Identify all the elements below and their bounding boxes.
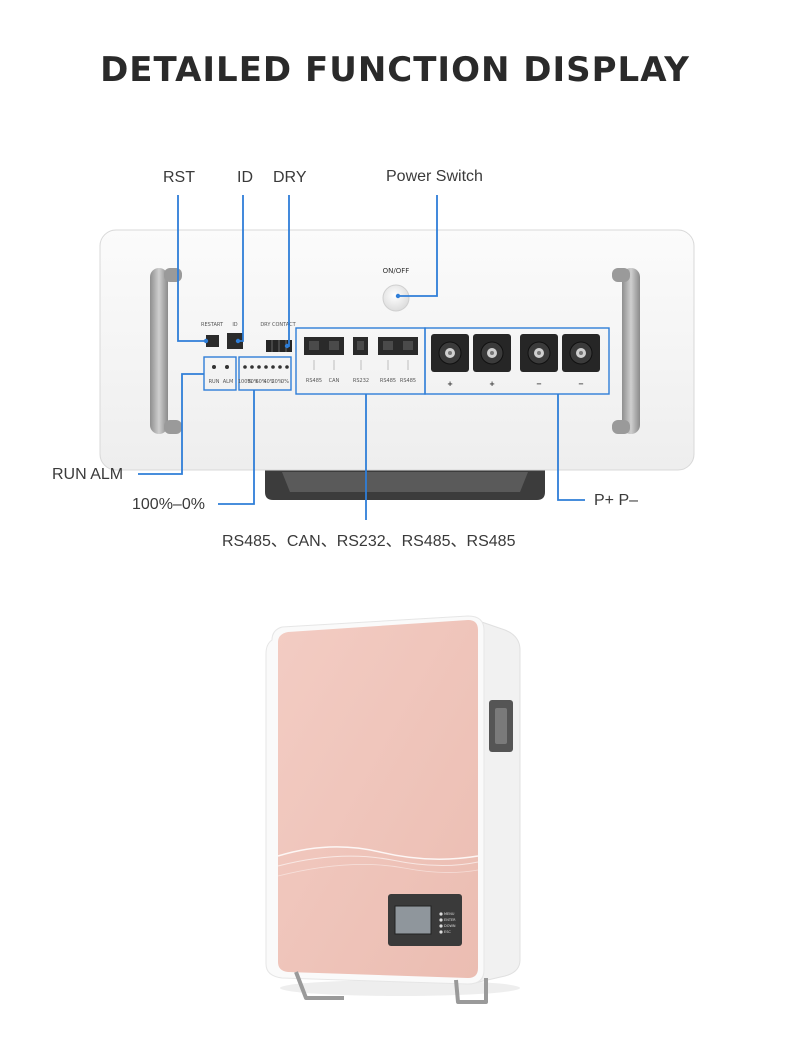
- comm-ports: [304, 337, 418, 355]
- power-switch-label: Power Switch: [386, 168, 483, 185]
- down-button[interactable]: [439, 924, 443, 928]
- soc-label: 100%–0%: [132, 496, 205, 513]
- soc-callout-line: [218, 390, 255, 505]
- soc-mark: 100%: [238, 379, 253, 385]
- port-label: RS485: [380, 378, 396, 384]
- run-alm-label: RUN ALM: [52, 466, 124, 483]
- soc-led: [278, 365, 282, 369]
- rack-battery: ON/OFF RESTART ID DRY CONTACT RUN ALM 10…: [99, 229, 695, 500]
- power-switch-callout-line: [398, 195, 438, 297]
- run-label: RUN: [209, 379, 220, 385]
- soc-led: [271, 365, 275, 369]
- port-label: RS232: [353, 378, 369, 384]
- power-terminals-box: [424, 327, 610, 395]
- terminal-positive[interactable]: [473, 334, 511, 372]
- wall-battery-foot-left: [294, 971, 344, 1000]
- dry-contact-label: DRY CONTACT: [260, 322, 296, 328]
- soc-mark: 80%: [247, 379, 258, 385]
- enter-button[interactable]: [439, 918, 443, 922]
- button-label: DOWN: [444, 924, 456, 928]
- on-off-label: ON/OFF: [383, 267, 410, 275]
- terminal-sign: +: [489, 380, 495, 388]
- terminals-label: P+ P–: [594, 492, 639, 509]
- lcd-screen: [394, 905, 432, 935]
- soc-mark: 20%: [271, 379, 282, 385]
- button-label: ENTER: [444, 918, 456, 922]
- soc-led: [264, 365, 268, 369]
- port-label: RS485: [306, 378, 322, 384]
- port-label: CAN: [329, 378, 340, 384]
- soc-led: [250, 365, 254, 369]
- dry-label: DRY: [273, 169, 307, 186]
- soc-mark: 40%: [263, 379, 274, 385]
- terminal-negative[interactable]: [562, 334, 600, 372]
- power-switch-knob[interactable]: [382, 284, 410, 312]
- callout-lines: [138, 195, 585, 520]
- page-title: DETAILED FUNCTION DISPLAY: [100, 50, 690, 90]
- id-label: ID: [237, 169, 253, 186]
- terminal-sign: −: [536, 380, 542, 388]
- rst-label: RST: [163, 169, 195, 186]
- terminal-sign: −: [578, 380, 584, 388]
- id-switch[interactable]: [227, 333, 243, 349]
- terminal-negative[interactable]: [520, 334, 558, 372]
- wall-battery-front: [278, 620, 478, 978]
- menu-button[interactable]: [439, 912, 443, 916]
- soc-led: [243, 365, 247, 369]
- terminal-positive[interactable]: [431, 334, 469, 372]
- power-terminals: [431, 334, 600, 372]
- terminal-sign: +: [447, 380, 453, 388]
- alm-led: [225, 365, 229, 369]
- soc-leds: [243, 365, 289, 369]
- button-label: ESC: [444, 930, 451, 934]
- run-led: [212, 365, 216, 369]
- alm-label: ALM: [223, 379, 234, 385]
- id-label: ID: [232, 322, 237, 328]
- wall-battery-foot-right: [454, 978, 488, 1004]
- soc-mark: 0%: [281, 379, 289, 385]
- soc-led: [285, 365, 289, 369]
- rst-callout-line: [177, 195, 206, 342]
- esc-button[interactable]: [439, 930, 443, 934]
- comm-ports-label: RS485、CAN、RS232、RS485、RS485: [222, 533, 516, 550]
- wall-battery: MENU ENTER DOWN ESC: [265, 615, 521, 1004]
- restart-label: RESTART: [201, 322, 224, 328]
- restart-button[interactable]: [206, 335, 219, 347]
- button-label: MENU: [444, 912, 455, 916]
- soc-mark: 60%: [255, 379, 266, 385]
- soc-led: [257, 365, 261, 369]
- soc-box: [238, 356, 292, 391]
- terminals-callout-line: [557, 394, 585, 501]
- right-handle: [612, 268, 640, 434]
- port-label: RS485: [400, 378, 416, 384]
- run-alm-callout-line: [138, 373, 204, 475]
